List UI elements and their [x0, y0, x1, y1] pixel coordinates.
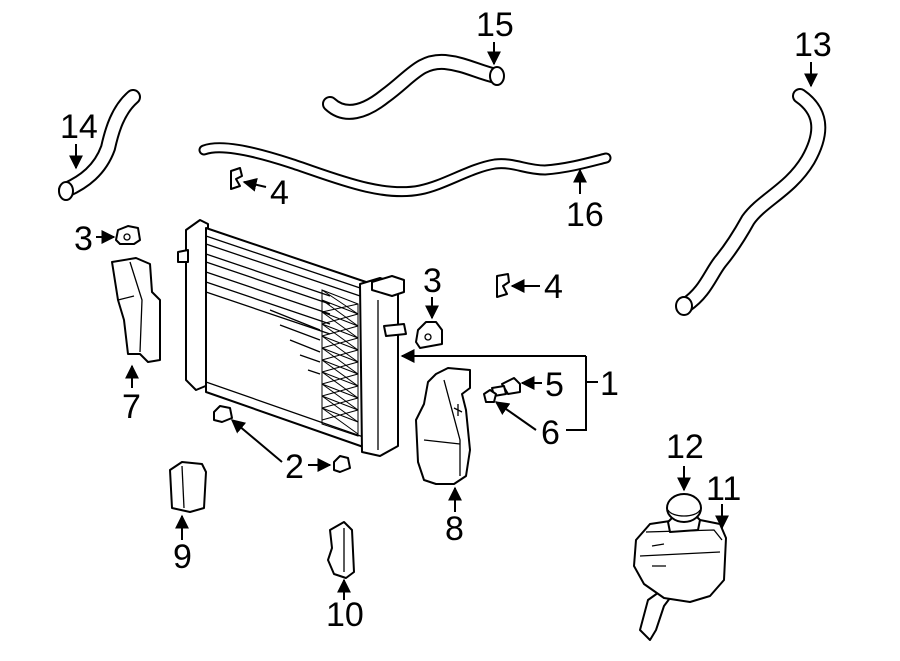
mount-right: [415, 321, 443, 349]
insulator-left: [213, 405, 233, 423]
radiator: [177, 219, 407, 457]
radiator-hose-right: [675, 88, 827, 316]
callout-7: 7: [122, 388, 141, 426]
callout-11: 11: [706, 470, 741, 508]
callout-4-top: 4: [270, 174, 289, 212]
callout-10: 10: [326, 596, 364, 634]
callout-3-right: 3: [423, 262, 442, 300]
callout-5: 5: [545, 366, 564, 404]
air-baffle-right: [415, 367, 471, 485]
callout-9: 9: [173, 538, 192, 576]
radiator-hose-lower-left: [58, 89, 141, 201]
callout-16: 16: [566, 196, 604, 234]
coolant-reservoir: [633, 511, 727, 641]
callout-12: 12: [666, 428, 704, 466]
air-baffle-left: [111, 257, 161, 363]
insulator-right: [333, 455, 351, 473]
reservoir-cap: [666, 493, 702, 523]
callout-3-left: 3: [74, 220, 93, 258]
mount-left: [115, 225, 141, 245]
leader-lines: [69, 42, 818, 600]
callout-4-right: 4: [544, 268, 563, 306]
callout-15: 15: [476, 6, 514, 44]
coolant-pipe: [198, 142, 612, 198]
callout-1: 1: [600, 365, 619, 403]
callout-labels: 15 13 14 16 4 3 3 4 1 5 6 7 2 8 9 10 12 …: [60, 6, 832, 634]
bracket-9: [169, 461, 207, 513]
bracket-10: [327, 521, 355, 579]
callout-2: 2: [285, 448, 304, 486]
radiator-fins: [321, 289, 359, 437]
callout-13: 13: [794, 26, 832, 64]
clip-top: [230, 167, 243, 190]
clip-right: [496, 273, 510, 298]
drain-seal: [483, 389, 497, 403]
callout-14: 14: [60, 108, 98, 146]
callout-6: 6: [541, 414, 560, 452]
callout-8: 8: [445, 510, 464, 548]
radiator-hose-upper: [322, 53, 505, 120]
